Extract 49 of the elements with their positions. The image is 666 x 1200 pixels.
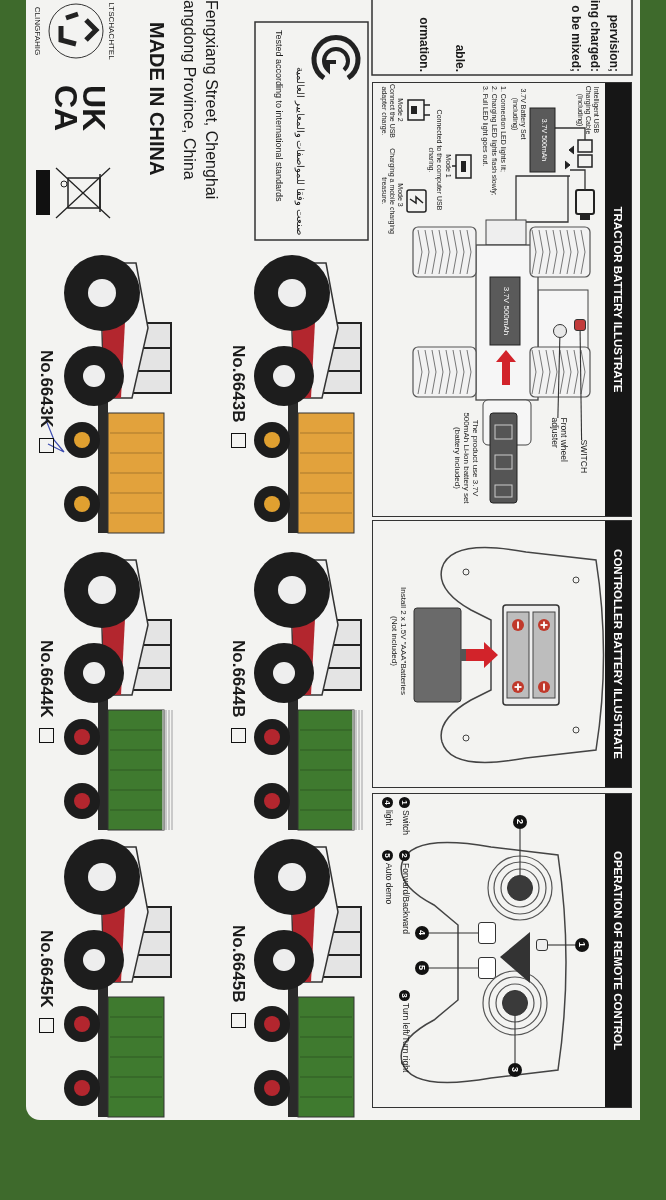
instruction-text: pervision;	[606, 13, 620, 72]
instruction-text: able.	[452, 43, 466, 72]
install-note: Install 2 x 1.5V "AAA"Batteries (Not included)	[389, 586, 408, 697]
legend-text: Forward/Backward	[400, 863, 410, 936]
model-number: No.6643K	[36, 350, 56, 428]
conformity-mark: UK CA	[51, 85, 108, 134]
address-text: angdong Province, China	[180, 0, 198, 182]
legend-number: 5	[382, 850, 393, 861]
instruction-text: o be mixed;	[568, 4, 582, 72]
standards-note: Tested according to international standards	[273, 30, 284, 204]
recycling-text: LTSCHACHTEL	[106, 1, 116, 62]
instruction-panel	[372, 520, 632, 788]
legend-text: Auto demo	[383, 863, 393, 907]
instruction-text: ormation.	[416, 16, 430, 72]
leader-line	[514, 1015, 516, 1064]
leader-line	[428, 967, 479, 969]
legend-number: 1	[399, 797, 410, 808]
recycling-text: CLINGFAHIG	[32, 5, 42, 58]
model-number: No.6643B	[228, 345, 248, 423]
instruction-panel	[372, 82, 632, 517]
leader-line	[519, 828, 521, 876]
panel-heading: TRACTOR BATTERY ILLUSTRATE	[605, 83, 631, 516]
instruction-panel	[372, 793, 632, 1108]
model-number: No.6645K	[36, 930, 56, 1008]
model-number: No.6644B	[228, 640, 248, 718]
address-text: Fengxiang Street, Chenghai	[202, 0, 220, 202]
demo-button	[478, 956, 497, 979]
origin-text: MADE IN CHINA	[145, 22, 168, 178]
legend-number: 4	[382, 797, 393, 808]
panel-heading: CONTROLLER BATTERY ILLUSTRATE	[605, 521, 631, 787]
panel-heading: OPERATION OF REMOTE CONTROL	[605, 794, 631, 1107]
legend-number: 2	[399, 850, 410, 861]
legend-text: Turn left/Turn right	[400, 1003, 410, 1075]
battery-label: 3.7V 500mAh	[501, 285, 511, 338]
light-button	[478, 921, 497, 944]
legend-text: light	[383, 810, 393, 828]
instruction-text: ing charged:	[587, 0, 601, 72]
leader-line	[579, 330, 583, 441]
model-number: No.6644K	[36, 640, 56, 718]
part-label: Front wheel adjuster	[546, 417, 569, 488]
arabic-text: صنعت وفقا للمواصفات والمعايير العالمية	[294, 65, 306, 235]
leader-line	[428, 932, 479, 934]
model-number: No.6645B	[228, 925, 248, 1003]
part-label: SWITCH	[576, 439, 589, 500]
legend-text: Switch	[400, 810, 410, 838]
leader-line	[547, 944, 576, 946]
legend-number: 3	[399, 990, 410, 1001]
leader-line	[557, 337, 561, 419]
battery-caption: The product use 3.7V 500mAh Li-ion battery set (battery included)	[452, 411, 480, 506]
